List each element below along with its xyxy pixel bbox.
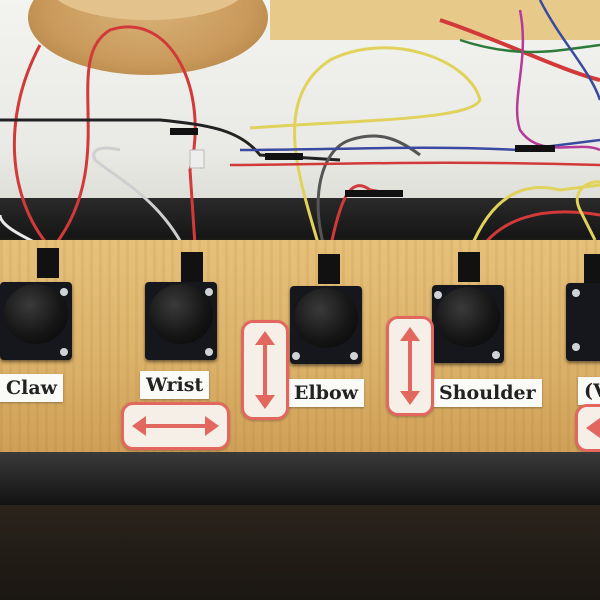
- up-down-arrow-icon: [386, 316, 434, 416]
- elbow-label: Elbow: [288, 379, 365, 407]
- joystick-knob[interactable]: [436, 287, 500, 347]
- joystick-knob[interactable]: [149, 284, 213, 344]
- partial-label: (V: [578, 377, 600, 405]
- left-right-arrow-icon: [575, 404, 600, 452]
- left-right-arrow-icon: [121, 402, 230, 450]
- joystick-knob[interactable]: [4, 284, 68, 344]
- joystick-knob[interactable]: [294, 288, 358, 348]
- up-down-arrow-icon: [241, 320, 289, 420]
- wrist-joystick[interactable]: [145, 282, 217, 360]
- pin-header: [318, 254, 340, 284]
- pin-header: [458, 252, 480, 282]
- claw-label: Claw: [0, 374, 64, 402]
- pin-header: [181, 252, 203, 282]
- breadboard-base: [270, 0, 600, 40]
- elbow-joystick[interactable]: [290, 286, 362, 364]
- partial-joystick[interactable]: [566, 283, 600, 361]
- wrist-label: Wrist: [140, 371, 210, 399]
- shoulder-label: Shoulder: [433, 379, 542, 407]
- pin-header: [584, 254, 600, 284]
- shoulder-joystick[interactable]: [432, 285, 504, 363]
- panel-front-edge: [0, 452, 600, 507]
- claw-joystick[interactable]: [0, 282, 72, 360]
- pin-header: [37, 248, 59, 278]
- floor: [0, 505, 600, 600]
